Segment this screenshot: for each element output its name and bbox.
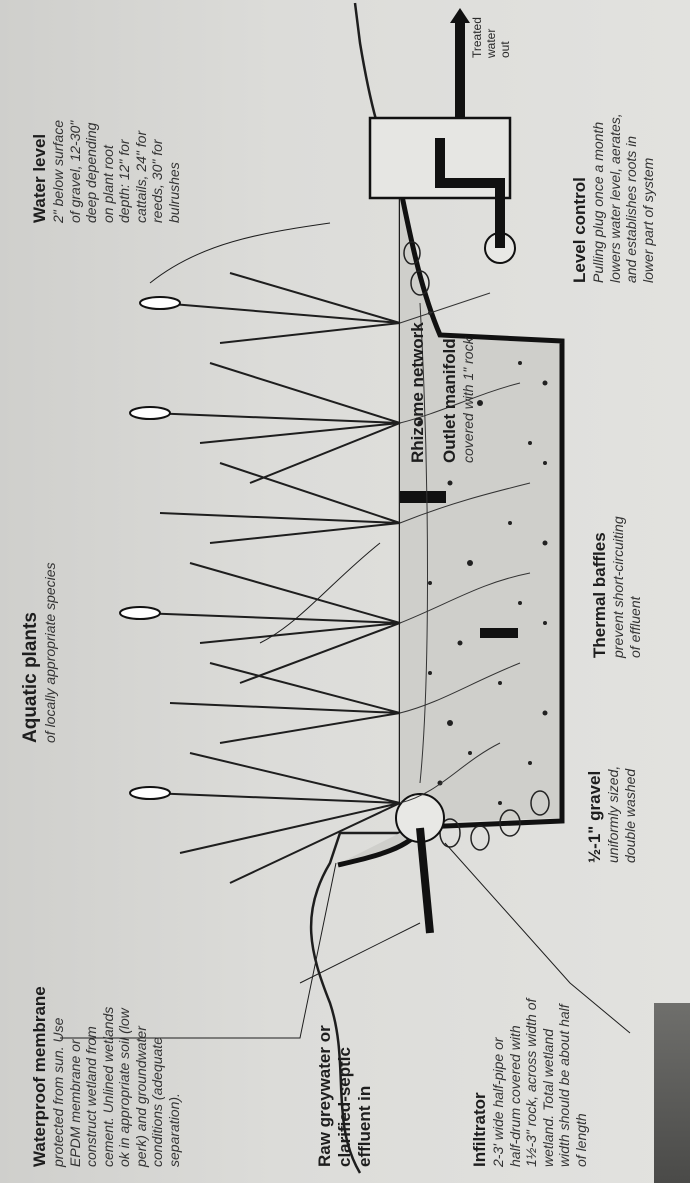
inflow-label: Raw greywater or clarified-septic efflue… bbox=[315, 1027, 375, 1167]
aquatic-plants bbox=[140, 273, 400, 883]
thermal-baffle-2 bbox=[400, 491, 446, 503]
infiltrator-line: wetland. Total wetland bbox=[540, 907, 557, 1167]
level-control-line: and establishes roots in bbox=[623, 53, 640, 283]
gravel-label: ½-1" gravel uniformly sized, double wash… bbox=[585, 703, 638, 863]
aquatic-line: of locally appropriate species bbox=[42, 443, 59, 743]
membrane-line: perk) and groundwater bbox=[133, 887, 150, 1167]
water-level-line: deep depending bbox=[83, 43, 100, 223]
membrane-line: cement. Unlined wetlands bbox=[100, 887, 117, 1167]
water-level-line: depth: 12" for bbox=[116, 43, 133, 223]
level-control-title: Level control bbox=[570, 53, 590, 283]
water-level-line: on plant root bbox=[100, 43, 117, 223]
membrane-line: EPDM membrane or bbox=[67, 887, 84, 1167]
level-control-line: Pulling plug once a month bbox=[590, 53, 607, 283]
water-level-line: 2" below surface bbox=[50, 43, 67, 223]
inlet-pipe bbox=[420, 828, 430, 933]
membrane-line: construct wetland from bbox=[83, 887, 100, 1167]
inflow-line: clarified-septic bbox=[335, 1027, 355, 1167]
infiltrator-label: Infiltrator 2-3' wide half-pipe or half-… bbox=[470, 907, 589, 1167]
water-level-label: Water level 2" below surface of gravel, … bbox=[30, 43, 182, 223]
water-level-line: cattails, 24" for bbox=[133, 43, 150, 223]
infiltrator-title: Infiltrator bbox=[470, 907, 490, 1167]
gravel-line: uniformly sized, bbox=[605, 703, 622, 863]
membrane-label: Waterproof membrane protected from sun. … bbox=[30, 887, 182, 1167]
treated-water-arrow bbox=[450, 8, 470, 23]
gravel-title: ½-1" gravel bbox=[585, 703, 605, 863]
aquatic-label: Aquatic plants of locally appropriate sp… bbox=[20, 443, 59, 743]
water-level-title: Water level bbox=[30, 43, 50, 223]
level-control-label: Level control Pulling plug once a month … bbox=[570, 53, 656, 283]
baffles-title: Thermal baffles bbox=[590, 458, 610, 658]
infiltrator-line: 1½-3" rock, across width of bbox=[523, 907, 540, 1167]
cattail-heads bbox=[120, 297, 180, 799]
membrane-title: Waterproof membrane bbox=[30, 887, 50, 1167]
treated-water-label: Treated water out bbox=[470, 3, 512, 58]
inflow-line: Raw greywater or bbox=[315, 1027, 335, 1167]
rhizome-label: Rhizome network bbox=[408, 293, 428, 463]
infiltrator-line: of length bbox=[573, 907, 590, 1167]
treated-line: water bbox=[484, 3, 498, 58]
thermal-baffle-1 bbox=[480, 628, 518, 638]
aquatic-title: Aquatic plants bbox=[20, 443, 42, 743]
level-control-line: lowers water level, aerates, bbox=[607, 53, 624, 283]
infiltrator-line: width should be about half bbox=[556, 907, 573, 1167]
level-control-line: lower part of system bbox=[640, 53, 657, 283]
infiltrator-line: half-drum covered with bbox=[507, 907, 524, 1167]
manifold-line: covered with 1" rock bbox=[460, 253, 477, 463]
treated-line: out bbox=[498, 3, 512, 58]
membrane-line: ok in appropriate soil (low bbox=[116, 887, 133, 1167]
membrane-line: protected from sun. Use bbox=[50, 887, 67, 1167]
water-level-line: reeds, 30" for bbox=[149, 43, 166, 223]
baffles-label: Thermal baffles prevent short-circuiting… bbox=[590, 458, 643, 658]
membrane-line: conditions (adequate bbox=[149, 887, 166, 1167]
gravel-line: double washed bbox=[622, 703, 639, 863]
treated-line: Treated bbox=[470, 3, 484, 58]
manifold-title: Outlet manifold bbox=[440, 253, 460, 463]
water-level-line: bulrushes bbox=[166, 43, 183, 223]
baffles-line: prevent short-circuiting bbox=[610, 458, 627, 658]
manifold-label: Outlet manifold covered with 1" rock bbox=[440, 253, 477, 463]
membrane-line: separation). bbox=[166, 887, 183, 1167]
baffles-line: of effluent bbox=[627, 458, 644, 658]
photo-corner-shadow bbox=[654, 1003, 690, 1183]
water-level-line: of gravel, 12-30" bbox=[67, 43, 84, 223]
rhizome-title: Rhizome network bbox=[408, 293, 428, 463]
infiltrator-line: 2-3' wide half-pipe or bbox=[490, 907, 507, 1167]
inflow-line: effluent in bbox=[355, 1027, 375, 1167]
